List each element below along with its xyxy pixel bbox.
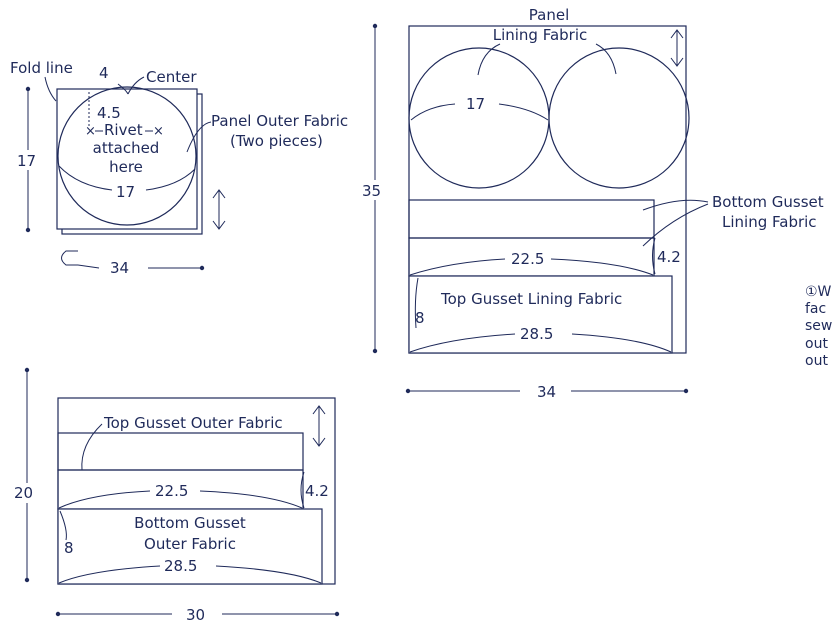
bottom-gusset-lining-label-1: Bottom Gusset <box>712 193 824 211</box>
lining-dim-28-5: 28.5 <box>520 325 553 343</box>
height-dim-dot-top <box>25 86 31 92</box>
outer-height-dot-bottom <box>24 577 30 583</box>
lining-height-dot-top <box>372 23 378 29</box>
dim-28-5-arc-left <box>409 333 516 353</box>
bottom-gusset-lining-leader-2 <box>642 203 709 247</box>
dim-22-5-arc-left <box>409 258 506 276</box>
outer-grain-arrow-icon <box>312 405 326 447</box>
width-dim-line-left <box>77 264 100 269</box>
outer-dim-20: 20 <box>14 484 33 502</box>
outer-dim-22-5-arc-right <box>199 490 303 509</box>
lining-width-dot-right <box>683 388 689 394</box>
fold-line-label: Fold line <box>10 59 73 77</box>
note-line-2: fac <box>805 301 826 317</box>
outer-dim-30: 30 <box>186 606 205 622</box>
bottom-gusset-outer-label-2: Outer Fabric <box>144 535 236 553</box>
bottom-gusset-lining-leader-1 <box>642 199 709 211</box>
bottom-gusset-lining-strip <box>408 199 655 239</box>
height-dim-dot-bottom <box>25 227 31 233</box>
lining-circle-dim-arc-right <box>498 103 549 121</box>
instruction-note-truncated: ①W fac sew out out <box>805 284 832 369</box>
outer-dim-22-5-arc-left <box>58 490 151 509</box>
width-dim-dot-right <box>199 265 205 271</box>
outer-dim-28-5: 28.5 <box>164 557 197 575</box>
center-label: Center <box>146 68 197 86</box>
lining-dim-22-5: 22.5 <box>511 250 544 268</box>
dim-4-5: 4.5 <box>97 104 121 122</box>
dim-4: 4 <box>99 64 109 82</box>
dim-22-5-arc-right <box>550 258 654 276</box>
lining-dim-8: 8 <box>415 309 425 327</box>
lining-title-leader-left <box>477 43 501 76</box>
outer-dim-8-arc <box>59 510 67 541</box>
dim-8-arc <box>414 277 419 329</box>
grain-arrow-icon <box>212 189 226 230</box>
lining-circle-dim-arc-left <box>410 103 456 121</box>
lining-dim-4-2: 4.2 <box>657 248 681 266</box>
outer-dim-4-2-arc <box>300 471 305 509</box>
panel-outer-fabric-diagram: Fold line 4 Center 4.5 × Rivet × attache… <box>10 59 348 277</box>
lining-title-line1: Panel <box>529 6 569 24</box>
attached-label: attached <box>93 139 160 157</box>
dim-28-5-arc-right <box>571 333 672 353</box>
panel-lining-fabric-diagram: Panel Lining Fabric 17 Bottom Gusset Lin… <box>360 6 824 401</box>
center-leader <box>127 76 145 95</box>
rivet-marker: × Rivet × <box>85 121 164 139</box>
panel-outer-front-sheet <box>56 88 198 230</box>
lining-height-dot-bottom <box>372 348 378 354</box>
panel-outer-label-line1: Panel Outer Fabric <box>211 112 348 130</box>
outer-dim-8: 8 <box>64 539 74 557</box>
outer-width-dot-left <box>55 611 61 617</box>
panel-outer-circle <box>57 86 197 226</box>
bottom-gusset-lining-label-2: Lining Fabric <box>722 213 817 231</box>
dim-34-left: 34 <box>110 259 129 277</box>
center-mark <box>117 83 129 95</box>
lining-width-dot-left <box>405 388 411 394</box>
top-gusset-outer-label: Top Gusset Outer Fabric <box>103 414 283 432</box>
gusset-outer-fabric-diagram: Top Gusset Outer Fabric 22.5 4.2 Bottom … <box>12 367 340 622</box>
outer-height-dot-top <box>24 367 30 373</box>
note-line-3: sew <box>805 318 832 334</box>
outer-dim-28-5-arc-left <box>58 565 161 584</box>
note-line-1: ①W <box>805 284 832 300</box>
dim-17-circle: 17 <box>116 183 135 201</box>
top-gusset-lining-label: Top Gusset Lining Fabric <box>440 290 622 308</box>
lining-title-line2: Lining Fabric <box>493 26 588 44</box>
bottom-gusset-outer-label-1: Bottom Gusset <box>134 514 246 532</box>
rivet-x-left: × <box>85 124 96 139</box>
note-line-5: out <box>805 353 828 369</box>
lining-circle-right <box>548 47 690 189</box>
panel-outer-label-line2: (Two pieces) <box>230 132 323 150</box>
dim-4-2-arc <box>652 237 656 275</box>
lining-dim-35: 35 <box>362 182 381 200</box>
rivet-x-right: × <box>153 124 164 139</box>
rivet-label: Rivet <box>104 121 143 139</box>
lining-dim-34: 34 <box>537 383 556 401</box>
fold-line-leader <box>44 76 57 102</box>
fold-bracket <box>61 250 78 266</box>
outer-dim-22-5: 22.5 <box>155 482 188 500</box>
lining-grain-arrow-icon <box>670 29 684 67</box>
panel-outer-leader <box>186 121 212 153</box>
note-line-4: out <box>805 336 828 352</box>
outer-width-dot-right <box>334 611 340 617</box>
circle-dim-arc-left <box>58 165 113 191</box>
lining-dim-17: 17 <box>466 95 485 113</box>
outer-dim-4-2: 4.2 <box>305 482 329 500</box>
top-gusset-outer-strip <box>57 432 304 471</box>
dim-17-height: 17 <box>17 152 36 170</box>
top-gusset-outer-leader <box>81 423 103 471</box>
circle-dim-arc-right <box>145 168 196 191</box>
here-label: here <box>109 158 143 176</box>
outer-dim-28-5-arc-right <box>215 565 322 584</box>
lining-title-leader-right <box>595 43 617 75</box>
